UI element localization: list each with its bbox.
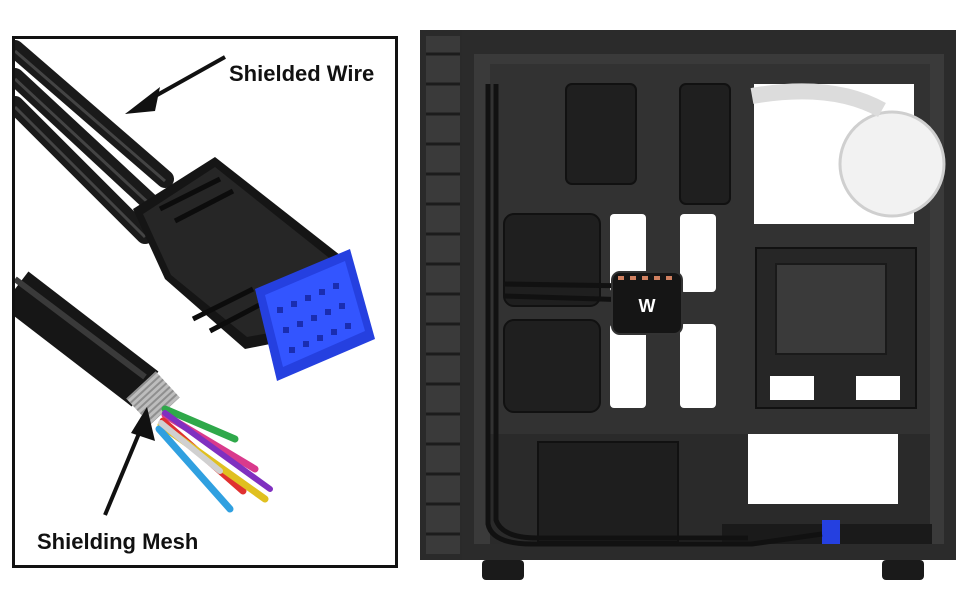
routed-cable-bundle <box>485 84 823 547</box>
pc-case-illustration: W <box>420 30 956 580</box>
usb-cable-illustration <box>15 40 375 516</box>
usb-header-on-board <box>822 520 840 544</box>
case-fan <box>838 110 946 218</box>
shielding-mesh-arrow <box>103 407 155 516</box>
drive-cage <box>537 441 679 543</box>
hub-logo: W <box>639 296 656 316</box>
case-foot-right <box>882 560 924 580</box>
cpu-cutout <box>775 263 887 355</box>
pc-case-panel: W <box>412 24 968 584</box>
usb-header-connector <box>133 157 375 381</box>
front-mesh-panel <box>420 30 466 560</box>
round-shielded-cable <box>15 271 273 513</box>
shielding-mesh-label: Shielding Mesh <box>37 529 199 554</box>
flat-ribbon-cable <box>15 40 174 244</box>
cable-detail-panel: Shielded Wire Shielding Mesh <box>12 36 398 568</box>
shielded-wire-label: Shielded Wire <box>229 61 375 86</box>
fan-hub: W <box>611 271 683 335</box>
shielded-wire-arrow <box>125 55 226 114</box>
case-foot-left <box>482 560 524 580</box>
